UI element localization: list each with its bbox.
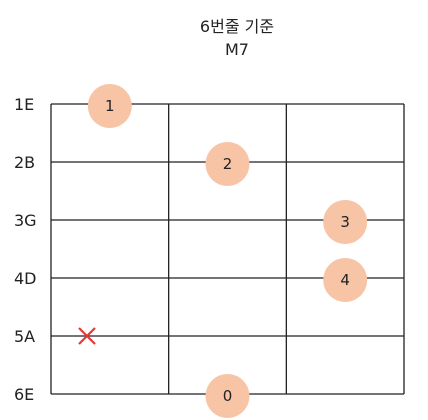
string-label-6E: 6E [14,385,34,404]
chord-name: M7 [225,40,249,59]
finger-dot-label-2: 2 [223,155,233,173]
finger-dot-label-1: 1 [105,97,115,115]
chord-base-title: 6번줄 기준 [199,17,275,36]
string-label-4D: 4D [14,269,37,288]
finger-dot-label-0: 0 [223,387,233,405]
finger-dot-1 [87,84,132,128]
finger-dot-2 [205,142,250,186]
finger-dot-3 [323,200,368,244]
finger-dot-0 [205,374,250,418]
finger-dot-label-4: 4 [340,271,350,289]
mute-stroke-b [78,327,96,345]
string-label-5A: 5A [14,327,35,346]
string-label-3G: 3G [14,211,37,230]
finger-dot-label-3: 3 [340,213,350,231]
mute-mark-icon [78,327,96,345]
string-label-1E: 1E [14,95,34,114]
string-label-2B: 2B [14,153,35,172]
finger-dot-4 [323,258,368,302]
